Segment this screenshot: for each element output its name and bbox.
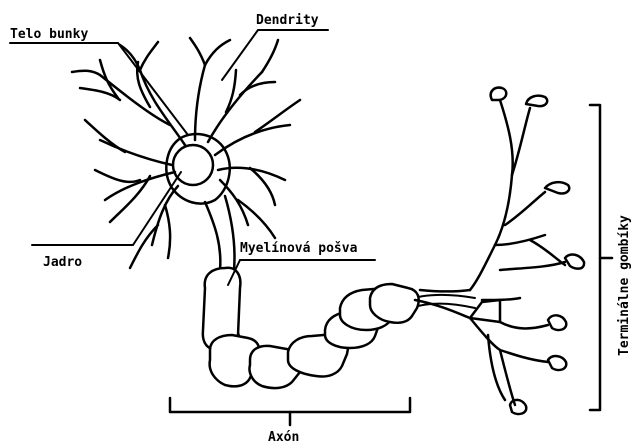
cell-body-label: Telo bunky xyxy=(10,27,88,42)
axon-terminals xyxy=(415,88,584,414)
axon-terminals-label: Terminálne gombíky xyxy=(617,215,632,356)
dendrites xyxy=(72,38,300,268)
dendrites-label: Dendrity xyxy=(256,13,319,28)
nucleus-label: Jadro xyxy=(43,255,82,270)
axon-bracket xyxy=(170,398,410,425)
myelin-sheath-label: Myelínová pošva xyxy=(240,241,358,256)
terminals-bracket xyxy=(590,105,612,410)
nucleus xyxy=(173,145,213,185)
myelin-segment xyxy=(370,284,419,323)
myelin-sheath xyxy=(203,268,419,388)
axon-label: Axón xyxy=(268,430,299,445)
